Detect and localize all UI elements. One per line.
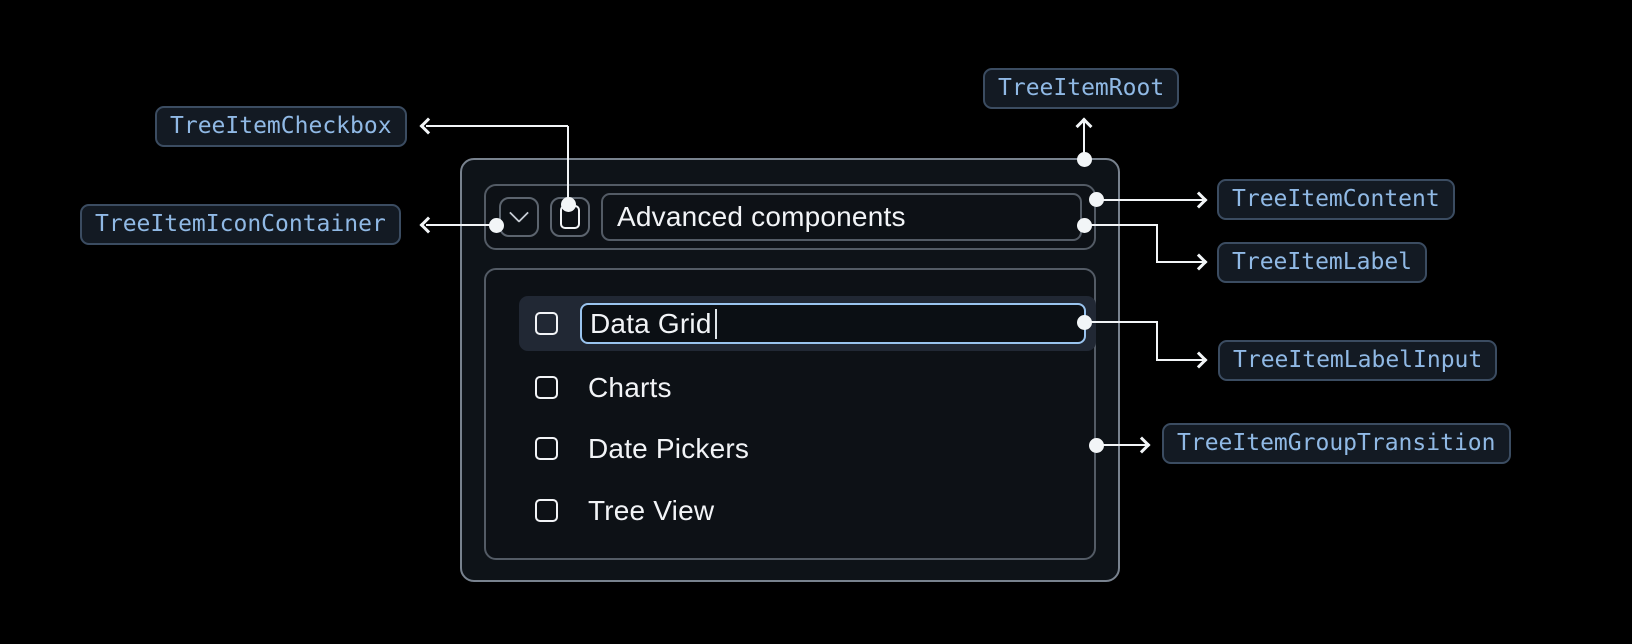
connector-label-input-line — [1155, 321, 1159, 361]
tree-item-label-text: Advanced components — [617, 201, 906, 232]
connector-checkbox-line — [566, 126, 570, 204]
tree-row[interactable]: Charts — [519, 360, 1096, 415]
connector-root-line — [1082, 122, 1086, 159]
connector-label-line — [1156, 260, 1203, 264]
badge-tree-item-root: TreeItemRoot — [983, 68, 1180, 109]
text-caret — [714, 308, 717, 339]
tree-row-label: Tree View — [588, 494, 715, 526]
tree-item-label[interactable]: Advanced components — [601, 193, 1082, 241]
tree-item-label-input[interactable]: Data Grid — [580, 303, 1086, 344]
anchor-dot-label — [1076, 217, 1092, 233]
anchor-dot-group-transition — [1088, 437, 1104, 453]
badge-tree-item-content: TreeItemContent — [1217, 179, 1455, 220]
connector-label-line — [1155, 224, 1159, 263]
chevron-down-icon — [509, 203, 529, 223]
tree-row[interactable]: Tree View — [519, 483, 1096, 538]
connector-label-line — [1084, 223, 1158, 227]
checkbox-unchecked-icon[interactable] — [535, 437, 558, 460]
tree-row[interactable]: Date Pickers — [519, 421, 1096, 476]
arrowhead-left-icon — [419, 117, 436, 135]
tree-row-label: Charts — [588, 371, 672, 403]
connector-group-transition-line — [1096, 443, 1146, 447]
badge-tree-item-label: TreeItemLabel — [1217, 242, 1428, 283]
expand-collapse-button[interactable] — [499, 197, 539, 237]
badge-tree-item-label-input: TreeItemLabelInput — [1218, 340, 1498, 381]
anchor-dot-label-input — [1076, 314, 1092, 330]
badge-tree-item-icon-container: TreeItemIconContainer — [80, 204, 401, 245]
tree-item-content[interactable]: Advanced components — [484, 184, 1096, 250]
label-input-value: Data Grid — [590, 307, 712, 339]
connector-content-line — [1096, 198, 1203, 202]
tree-row-label: Date Pickers — [588, 432, 750, 464]
anchor-dot-icon-container — [488, 217, 504, 233]
arrowhead-right-icon — [1190, 253, 1207, 271]
checkbox-unchecked-icon[interactable] — [535, 312, 558, 335]
connector-checkbox-line — [426, 124, 568, 128]
badge-tree-item-group-transition: TreeItemGroupTransition — [1162, 423, 1511, 464]
badge-tree-item-checkbox: TreeItemCheckbox — [155, 106, 407, 147]
arrowhead-right-icon — [1190, 191, 1207, 209]
arrowhead-left-icon — [419, 216, 436, 234]
anchor-dot-checkbox — [560, 196, 576, 212]
checkbox-unchecked-icon[interactable] — [535, 499, 558, 522]
tree-item-group-transition: Data Grid Charts Date Pickers Tree View — [484, 268, 1096, 560]
connector-label-input-line — [1156, 358, 1203, 362]
anchor-dot-content — [1088, 191, 1104, 207]
arrowhead-right-icon — [1133, 436, 1150, 454]
tree-row-editing[interactable]: Data Grid — [519, 296, 1096, 351]
connector-icon-container-line — [426, 223, 496, 227]
arrowhead-up-icon — [1075, 117, 1093, 134]
arrowhead-right-icon — [1190, 351, 1207, 369]
checkbox-unchecked-icon[interactable] — [535, 376, 558, 399]
connector-label-input-line — [1084, 320, 1158, 324]
anchor-dot-root — [1076, 151, 1092, 167]
